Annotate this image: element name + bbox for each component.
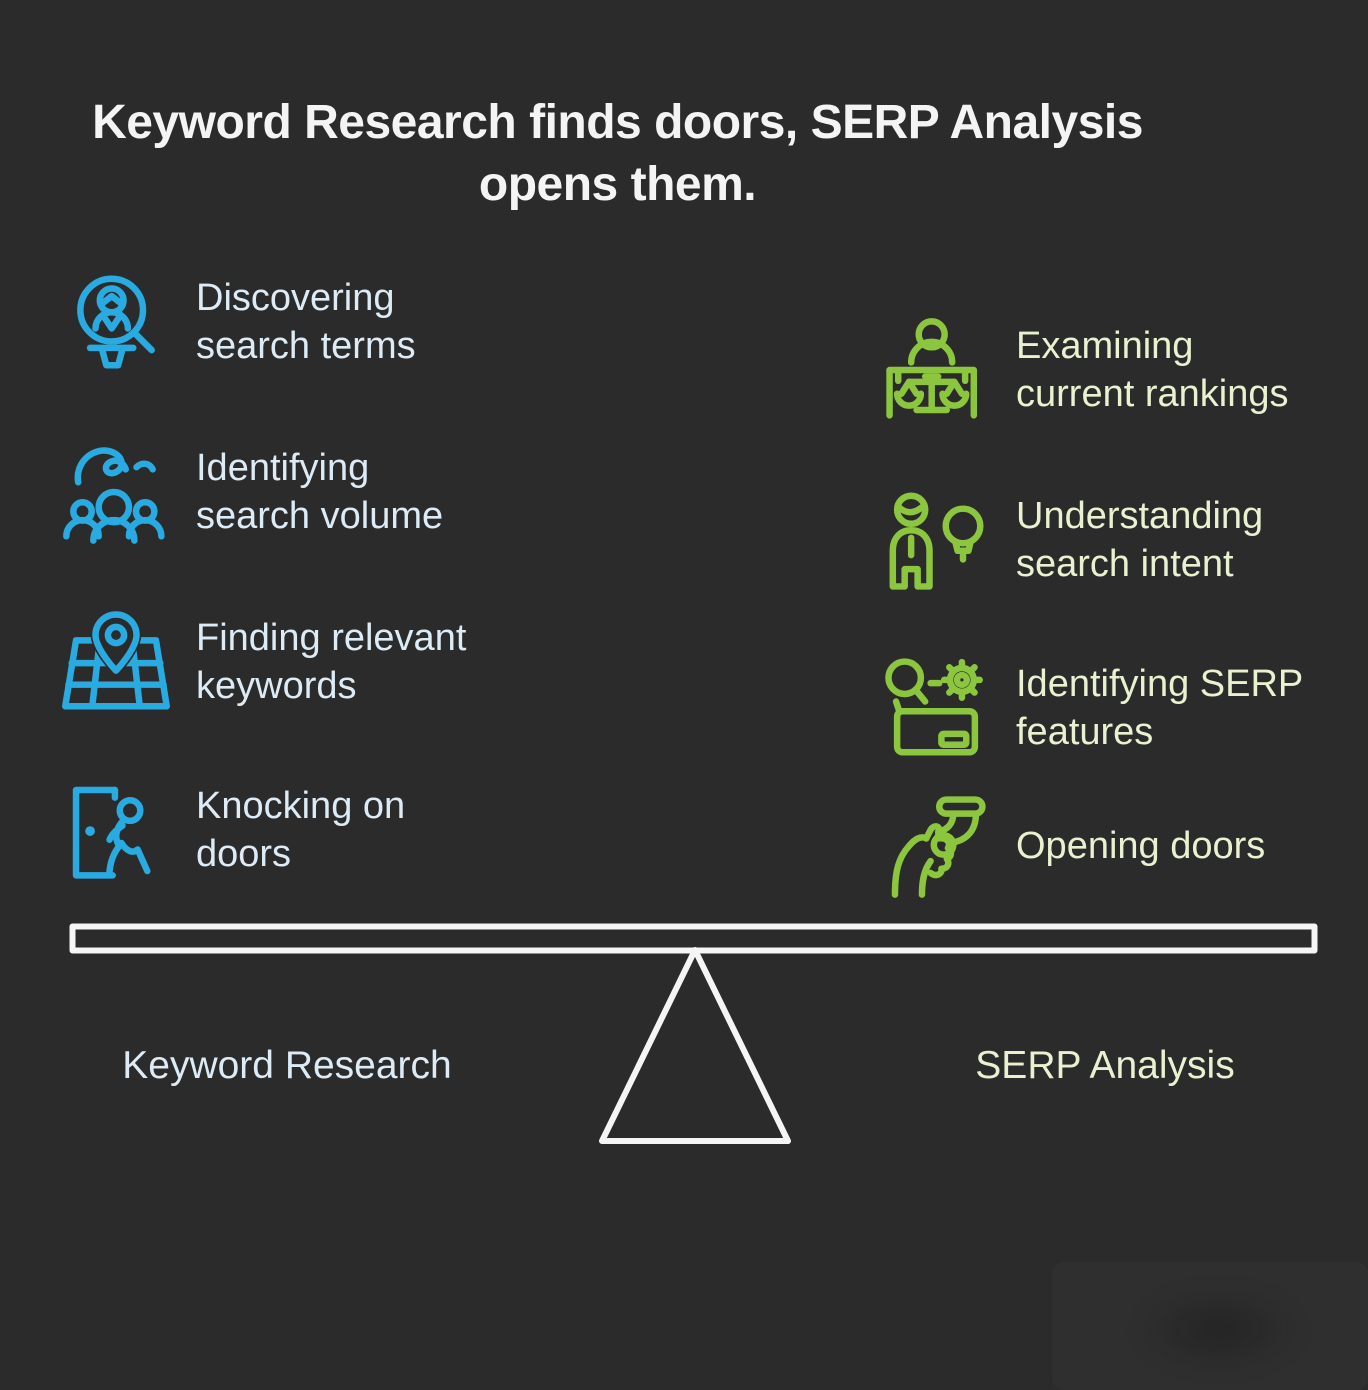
list-item-discovering-search-terms: Discovering search terms <box>62 266 416 378</box>
page-title: Keyword Research finds doors, SERP Analy… <box>92 96 1143 211</box>
list-item-label: Understanding search intent <box>1016 495 1264 585</box>
list-item-label: Discovering search terms <box>196 277 416 367</box>
list-item-knocking-on-doors: Knocking on doors <box>62 774 405 886</box>
list-item-understanding-search-intent: Understanding search intent <box>882 484 1263 596</box>
list-item-identifying-serp-features: Identifying SERP features <box>882 652 1303 764</box>
list-item-label: Identifying search volume <box>196 447 444 537</box>
list-item-label: Identifying SERP features <box>1016 663 1304 753</box>
list-item-label: Examining current rankings <box>1016 325 1289 415</box>
watermark-blur <box>1052 1262 1368 1390</box>
hand-door-handle-icon <box>891 796 986 898</box>
list-item-label: Knocking on doors <box>196 785 406 875</box>
list-item-label: Finding relevant keywords <box>196 617 467 707</box>
seesaw-fulcrum-triangle <box>599 947 791 1144</box>
person-knocking-door-icon <box>72 786 151 879</box>
list-item-opening-doors: Opening doors <box>882 790 1265 902</box>
list-item-finding-relevant-keywords: Finding relevant keywords <box>62 606 466 718</box>
keyword-research-label: Keyword Research <box>122 1044 452 1087</box>
person-balance-scale-icon <box>886 318 978 419</box>
seesaw-beam <box>69 923 1318 954</box>
list-item-label: Opening doors <box>1016 825 1266 867</box>
person-search-magnifier-icon <box>77 275 155 369</box>
list-item-identifying-search-volume: Identifying search volume <box>62 436 443 548</box>
magnifier-gear-card-icon <box>885 658 983 756</box>
serp-analysis-label: SERP Analysis <box>975 1044 1235 1087</box>
hand-over-audience-icon <box>63 447 165 544</box>
map-location-pin-icon <box>62 609 170 710</box>
watermark-blob <box>1108 1274 1331 1384</box>
person-lightbulb-icon <box>889 492 984 590</box>
balance-seesaw <box>69 923 1318 1144</box>
list-item-examining-current-rankings: Examining current rankings <box>882 314 1288 426</box>
